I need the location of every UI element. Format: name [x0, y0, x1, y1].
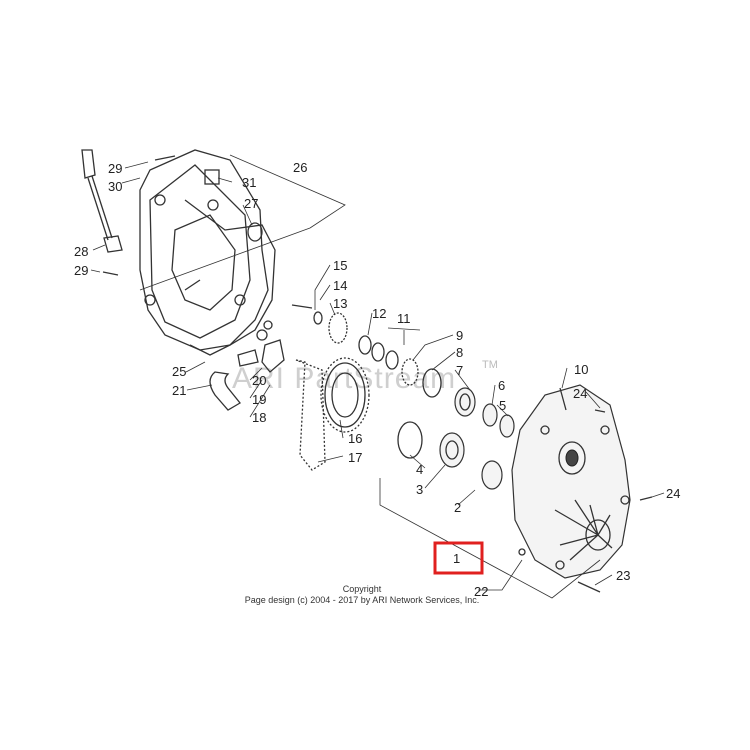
- callout-1: 1: [453, 551, 460, 566]
- ring-12a: [358, 335, 372, 355]
- callout-28: 28: [74, 244, 88, 259]
- callout-25: 25: [172, 364, 186, 379]
- copyright-line-2: Page design (c) 2004 - 2017 by ARI Netwo…: [245, 595, 480, 605]
- callout-18: 18: [252, 410, 266, 425]
- callout-17: 17: [348, 450, 362, 465]
- o-ring-4: [397, 421, 423, 459]
- callout-16: 16: [348, 431, 362, 446]
- callout-12: 12: [372, 306, 386, 321]
- callout-26: 26: [293, 160, 307, 175]
- sprocket-13: [328, 312, 348, 344]
- callout-27: 27: [244, 196, 258, 211]
- screw-24-right: [639, 496, 653, 501]
- watermark-text: ARI PartStream: [232, 362, 456, 395]
- callout-30: 30: [108, 179, 122, 194]
- seal-27: [247, 222, 263, 242]
- callout-31: 31: [242, 175, 256, 190]
- callout-8: 8: [456, 345, 463, 360]
- callout-11: 11: [397, 311, 411, 326]
- callout-29-top: 29: [108, 161, 122, 176]
- callout-labels: 2 3 4 5 6 7 8 9 10 11 12 13 14 15 16 17 …: [74, 160, 680, 599]
- callout-24-top: 24: [573, 386, 587, 401]
- ring-11: [385, 350, 399, 370]
- callout-5: 5: [499, 398, 506, 413]
- plug-31: [204, 169, 220, 185]
- callout-24-right: 24: [666, 486, 680, 501]
- callout-29-left: 29: [74, 263, 88, 278]
- chain-17: [295, 359, 326, 471]
- highlight-box: [433, 541, 484, 575]
- watermark-trademark: TM: [482, 359, 498, 371]
- callout-23: 23: [616, 568, 630, 583]
- leader-lines: [90, 161, 665, 591]
- shift-lever: [81, 149, 123, 253]
- callout-20: 20: [252, 373, 266, 388]
- outer-cover: [139, 149, 269, 351]
- callout-10: 10: [574, 362, 588, 377]
- ring-12b: [371, 342, 385, 362]
- callout-4: 4: [416, 462, 423, 477]
- copyright-line-1: Copyright: [343, 584, 382, 594]
- callout-6: 6: [498, 378, 505, 393]
- screw-24-top: [594, 409, 606, 413]
- gear-16: [320, 357, 370, 433]
- pin-10: [559, 387, 567, 411]
- callout-3: 3: [416, 482, 423, 497]
- bracket-26: [139, 154, 346, 291]
- callout-7: 7: [456, 363, 463, 378]
- washer-14: [313, 311, 323, 325]
- bracket-1: [379, 478, 601, 599]
- seal-5: [499, 414, 515, 438]
- callout-15: 15: [333, 258, 347, 273]
- bolt-23: [577, 581, 601, 593]
- highlighted-callout[interactable]: 1: [433, 541, 484, 575]
- hose-21: [209, 371, 241, 411]
- callout-21: 21: [172, 383, 186, 398]
- callout-13: 13: [333, 296, 347, 311]
- o-ring-8: [422, 368, 442, 398]
- callout-2: 2: [454, 500, 461, 515]
- bearing-3: [439, 432, 465, 468]
- bearing-6: [482, 403, 498, 427]
- callout-19: 19: [252, 392, 266, 407]
- screw-29-left: [102, 271, 119, 276]
- chain-tensioner: [237, 320, 285, 373]
- callout-9: 9: [456, 328, 463, 343]
- gear-9: [401, 358, 419, 386]
- callout-14: 14: [333, 278, 347, 293]
- bracket-11: [387, 327, 421, 345]
- callout-22: 22: [474, 584, 488, 599]
- bearing-7: [454, 387, 476, 417]
- gasket: [184, 199, 276, 356]
- dowel-22: [518, 548, 526, 556]
- screw-29-top: [154, 155, 176, 161]
- seal-2: [481, 460, 503, 490]
- inner-case-1: [511, 384, 631, 579]
- bolt-15: [291, 304, 313, 309]
